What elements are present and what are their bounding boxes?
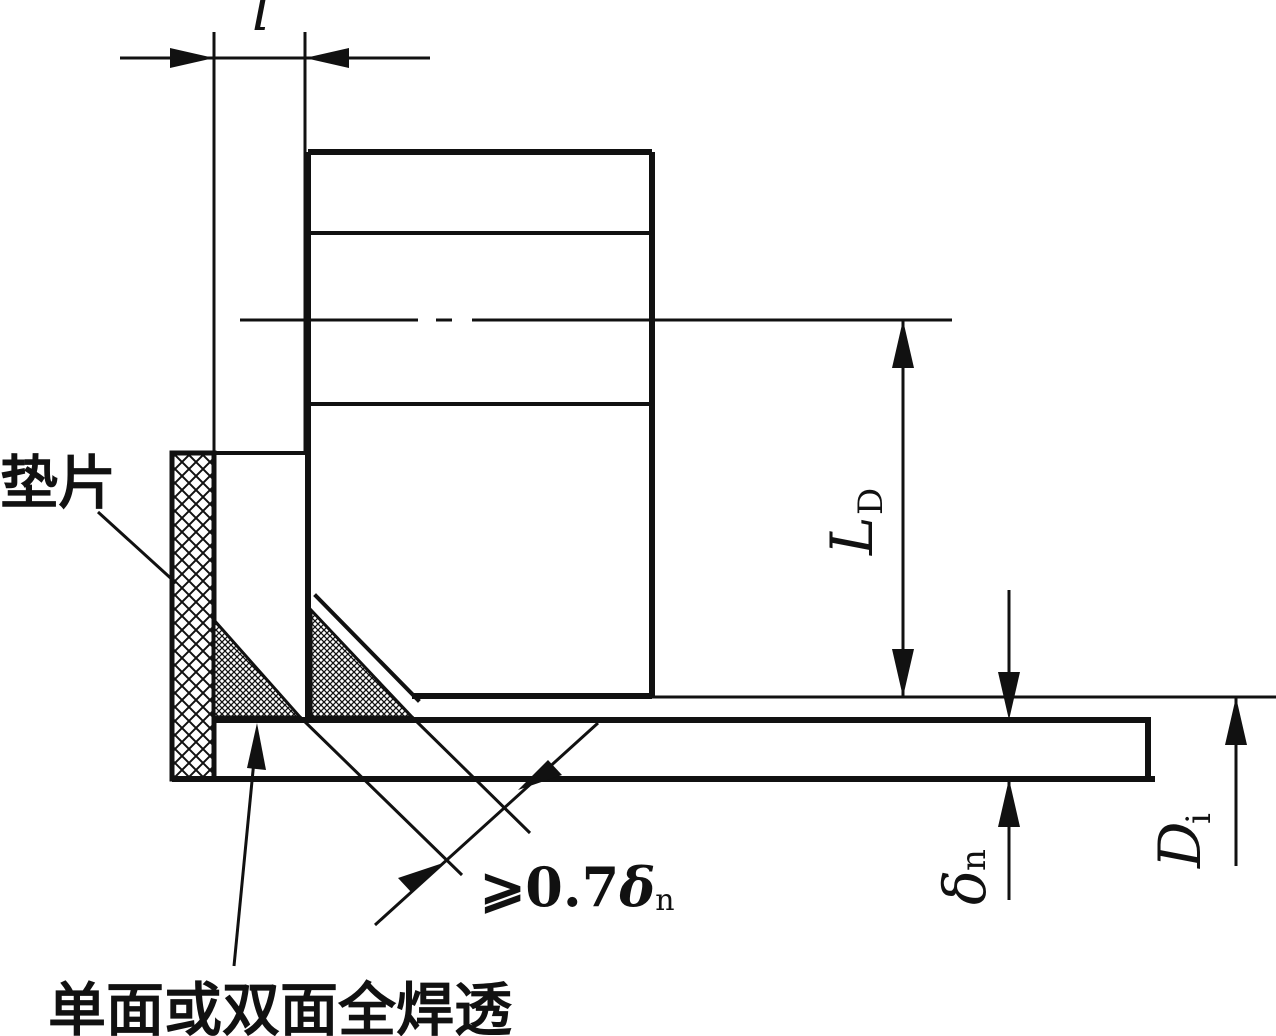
- dim-Di-label: D: [1146, 821, 1214, 869]
- shell-plate: [172, 717, 1155, 782]
- dimension-Di: D i: [1146, 697, 1247, 869]
- flange-plate: [212, 451, 307, 781]
- gasket-label: 垫片: [0, 449, 116, 517]
- nozzle-body: [305, 149, 655, 720]
- weld-note-label: 单面或双面全焊透: [48, 976, 513, 1036]
- gasket-callout: 垫片: [0, 449, 178, 585]
- dim-LD-subscript: D: [851, 488, 891, 515]
- dimension-weld-throat: ⩾0.7δn: [298, 715, 675, 927]
- dim-l-label: l: [252, 0, 271, 44]
- dim-LD-label: L: [818, 516, 886, 556]
- dim-delta-label: δ: [931, 870, 999, 905]
- dim-Di-subscript: i: [1179, 813, 1219, 824]
- weld-fillet-left: [212, 616, 304, 719]
- weld-note-callout: 单面或双面全焊透: [48, 723, 513, 1036]
- dimension-delta-n: δ n: [652, 590, 1276, 905]
- dimension-l: l: [120, 0, 430, 453]
- dimension-LD: L D: [818, 320, 914, 697]
- weld-fillet-right: [309, 593, 421, 719]
- gasket: [169, 450, 217, 782]
- weld-size-label: ⩾0.7δn: [480, 855, 675, 919]
- dim-delta-subscript: n: [954, 849, 994, 871]
